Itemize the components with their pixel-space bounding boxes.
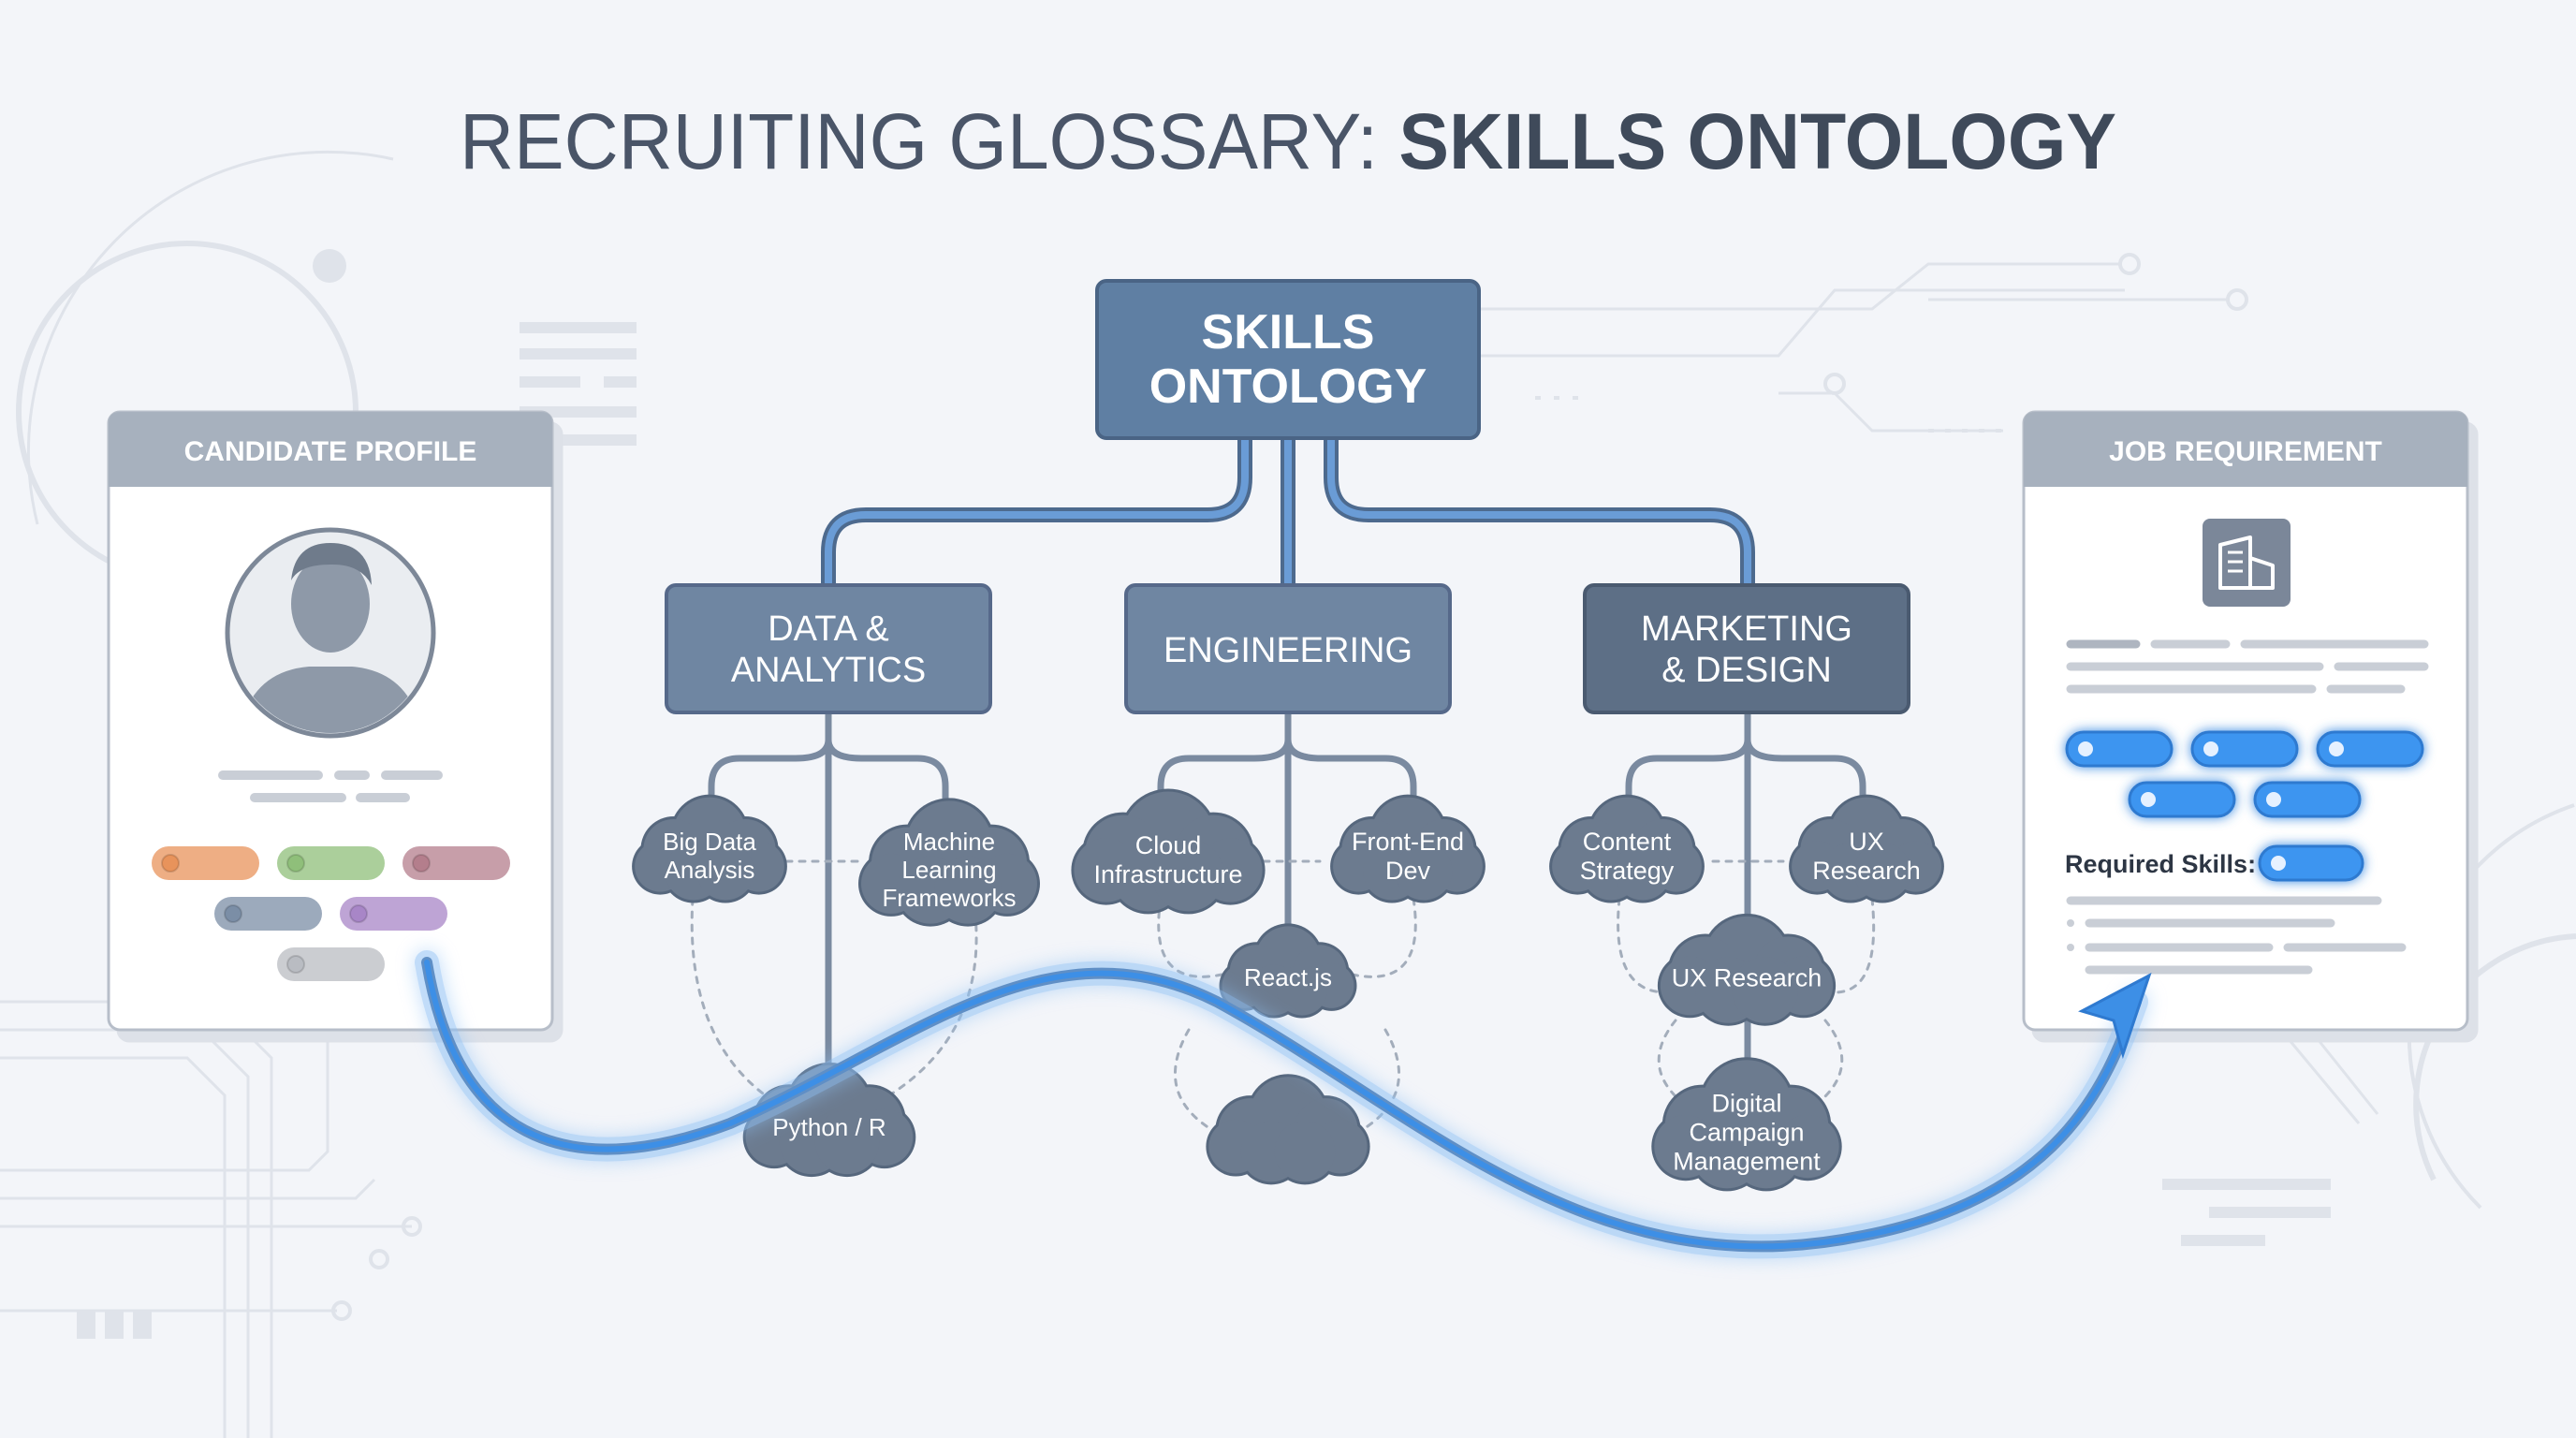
skill-label: Python / R [772,1113,886,1141]
skill-label: UX [1849,828,1884,856]
skill-label: UX Research [1672,963,1822,991]
skill-label: Big Data [663,828,756,856]
category-label-line-2: & DESIGN [1661,651,1832,690]
candidate-skill-pill [277,846,385,880]
skill-label: Frameworks [882,884,1016,912]
category-label-line-1: DATA & [768,609,889,649]
required-skill-pill [2190,730,2299,768]
required-skill-pill [2065,730,2174,768]
candidate-skill-pill [152,846,259,880]
skill-label: Front-End [1352,828,1464,856]
job-skill-pills [2065,730,2424,882]
candidate-skill-pills [152,846,510,981]
skill-label: Content [1583,828,1672,856]
skill-label: React.js [1244,963,1332,991]
job-card-header: JOB REQUIREMENT [2109,436,2382,467]
skill-match-path [415,950,2152,1259]
job-description-lines [2066,639,2429,694]
required-skill-pill [2316,730,2424,768]
required-skill-pill [2253,781,2362,818]
root-node: SKILLS ONTOLOGY [1095,279,1481,440]
skill-label: Strategy [1580,857,1675,885]
candidate-card-header: CANDIDATE PROFILE [184,436,477,467]
candidate-profile-card: CANDIDATE PROFILE [107,410,554,1032]
category-label-line-1: MARKETING [1641,609,1852,649]
skill-label: Learning [901,856,996,884]
category-engineering: ENGINEERING [1124,583,1452,714]
category-label-line-2: ANALYTICS [731,651,926,690]
title-bold: SKILLS ONTOLOGY [1398,97,2116,185]
skill-label: Dev [1385,857,1431,885]
skill-label: Machine [903,828,995,856]
background-decoration [0,150,2576,1438]
skill-label: Digital [1711,1089,1781,1117]
skill-label: Infrastructure [1093,860,1242,888]
title-light: RECRUITING GLOSSARY: [460,97,1398,185]
tree-connectors [690,433,1876,1135]
category-marketing-design: MARKETING & DESIGN [1583,583,1910,714]
skill-label: Cloud [1135,831,1202,859]
candidate-skill-pill [402,846,510,880]
required-skill-pill [2258,844,2364,882]
job-requirement-card: JOB REQUIREMENT Required Skills: [2022,410,2469,1032]
diagram-title: RECRUITING GLOSSARY: SKILLS ONTOLOGY [460,97,2116,185]
job-detail-lines [2066,896,2407,975]
candidate-skill-pill [277,947,385,981]
building-icon [2203,519,2291,607]
candidate-info-lines [218,770,443,802]
skill-cloud-unlabeled [1206,1074,1370,1185]
required-skills-label: Required Skills: [2065,850,2256,878]
category-label: ENGINEERING [1164,631,1412,670]
skill-label: Analysis [665,856,755,884]
root-label-line-2: ONTOLOGY [1149,360,1427,414]
skill-label: Campaign [1689,1118,1804,1146]
category-data-analytics: DATA & ANALYTICS [665,583,992,714]
root-label-line-1: SKILLS [1202,305,1375,360]
required-skill-pill [2128,781,2236,818]
skill-label: Management [1673,1148,1821,1176]
skill-cloud-ux-research-mid: UX Research [1657,913,1837,1026]
arrowhead-icon [2078,972,2152,1060]
candidate-skill-pill [214,897,322,931]
candidate-skill-pill [340,897,447,931]
skill-label: Research [1812,857,1921,885]
